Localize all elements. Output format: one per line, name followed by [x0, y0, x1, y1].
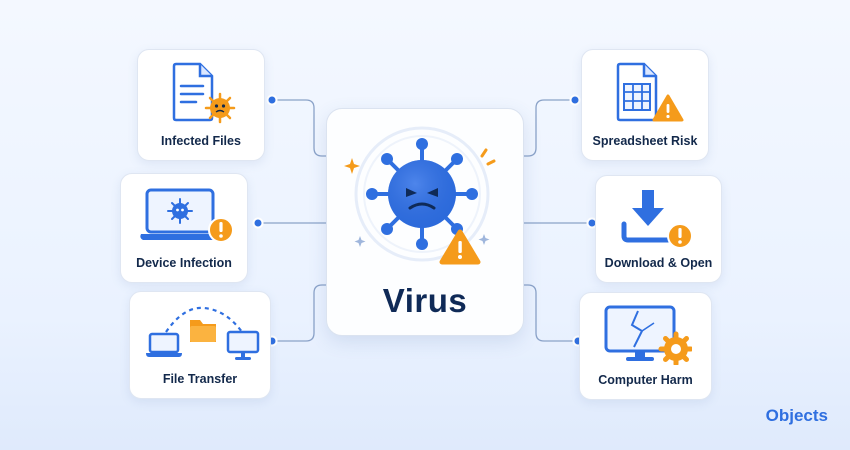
node-label: Spreadsheet Risk	[592, 134, 698, 148]
transfer-icon	[146, 306, 260, 360]
laptop-icon	[146, 332, 182, 357]
node-device-infection[interactable]: Device Infection	[120, 173, 248, 283]
gear-icon	[658, 331, 692, 365]
brand-logo: Objects	[765, 406, 828, 425]
laptop-icon	[140, 188, 234, 243]
virus-icon	[204, 92, 236, 124]
warning-icon	[208, 217, 234, 243]
folder-icon	[190, 320, 216, 342]
sparkle-icon	[344, 148, 496, 174]
spreadsheet-icon	[616, 62, 684, 122]
node-file-transfer[interactable]: File Transfer	[129, 291, 271, 399]
document-icon	[172, 62, 236, 124]
warning-icon	[652, 94, 684, 122]
node-label: File Transfer	[162, 372, 238, 386]
node-infected-files[interactable]: Infected Files	[137, 49, 265, 161]
center-title: Virus	[382, 282, 468, 319]
monitor-icon	[226, 330, 260, 360]
node-computer-harm[interactable]: Computer Harm	[579, 292, 712, 400]
warning-icon	[439, 229, 481, 265]
node-label: Download & Open	[604, 256, 713, 270]
node-label: Infected Files	[161, 134, 241, 148]
warning-icon	[667, 223, 693, 249]
sparkle-icon	[354, 234, 490, 247]
node-download-open[interactable]: Download & Open	[595, 175, 722, 283]
virus-icon	[366, 138, 478, 250]
node-spreadsheet-risk[interactable]: Spreadsheet Risk	[581, 49, 709, 161]
node-label: Device Infection	[136, 256, 232, 270]
monitor-icon	[604, 305, 692, 365]
node-label: Computer Harm	[598, 373, 693, 387]
virus-hero-icon	[344, 126, 496, 265]
download-icon	[621, 190, 693, 249]
virus-icon	[167, 198, 193, 224]
